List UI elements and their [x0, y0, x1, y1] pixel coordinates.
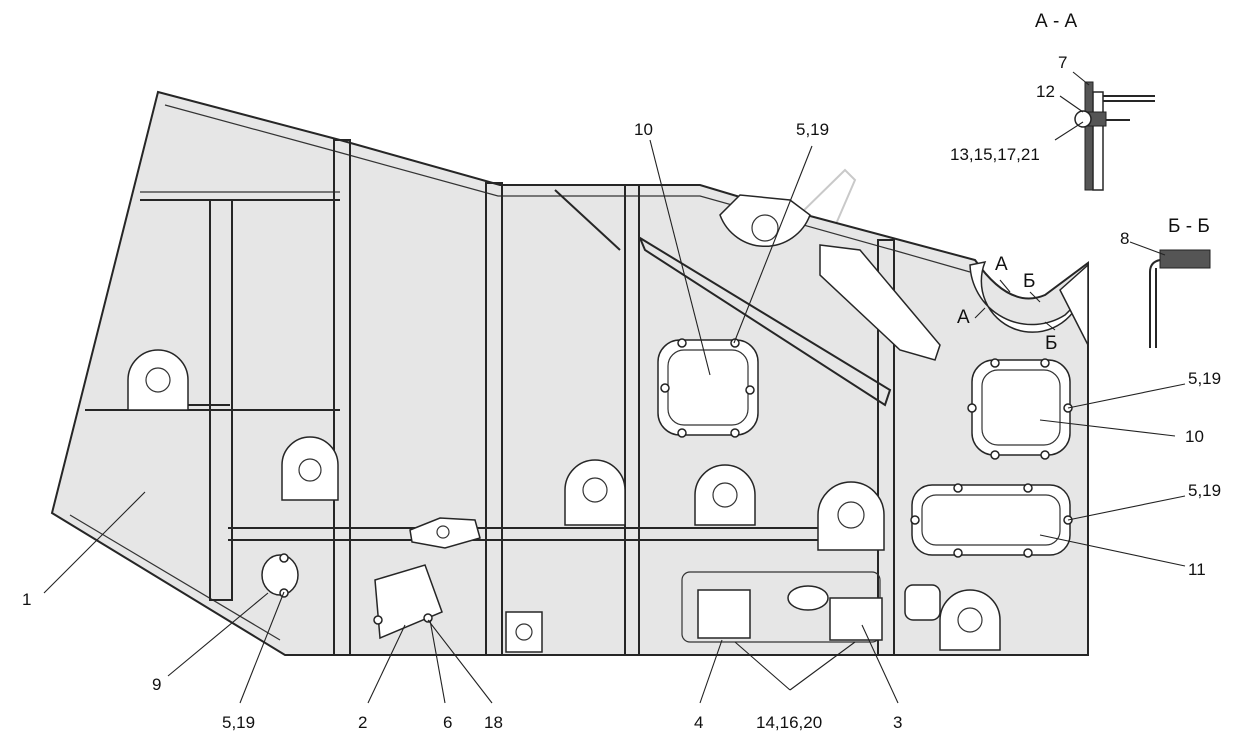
diagonal-brace — [554, 189, 892, 407]
center-gusset — [409, 517, 481, 549]
section-bb-title: Б - Б — [1168, 216, 1210, 237]
callout-3: 3 — [893, 713, 902, 732]
section-mark-a-lower: А — [957, 307, 970, 328]
callout-12: 12 — [1036, 82, 1055, 101]
section-cut-markers — [974, 279, 1056, 331]
section-mark-a-upper: А — [995, 254, 1008, 275]
callout-10-right: 10 — [1185, 427, 1204, 446]
callout-8: 8 — [1120, 229, 1129, 248]
section-aa-detail — [1074, 81, 1155, 191]
section-bb-detail — [1149, 249, 1211, 348]
callout-4: 4 — [694, 713, 703, 732]
lower-access-panels — [374, 564, 941, 653]
callout-14-16-20: 14,16,20 — [756, 713, 822, 732]
callout-11: 11 — [1188, 560, 1206, 579]
leader-lines — [43, 71, 1186, 704]
callout-5-19-right-lower: 5,19 — [1188, 481, 1221, 500]
frame-inset — [69, 104, 971, 641]
bolts — [279, 338, 1073, 625]
callout-5-19-top: 5,19 — [796, 120, 829, 139]
callout-5-19-left: 5,19 — [222, 713, 255, 732]
callout-1: 1 — [22, 590, 31, 609]
callout-2: 2 — [358, 713, 367, 732]
side-panel-outline — [50, 90, 1089, 656]
section-mark-b-lower: Б — [1045, 333, 1057, 354]
callout-6: 6 — [443, 713, 452, 732]
section-aa-title: А - А — [1035, 11, 1078, 32]
callout-10-top: 10 — [634, 120, 653, 139]
hatch-covers — [261, 339, 1071, 596]
callout-7: 7 — [1058, 53, 1067, 72]
callout-13-15-17-21: 13,15,17,21 — [950, 145, 1040, 164]
callout-5-19-right-upper: 5,19 — [1188, 369, 1221, 388]
curved-duct — [819, 244, 1089, 361]
callout-9: 9 — [152, 675, 161, 694]
callout-18: 18 — [484, 713, 503, 732]
section-mark-b-upper: Б — [1023, 271, 1035, 292]
